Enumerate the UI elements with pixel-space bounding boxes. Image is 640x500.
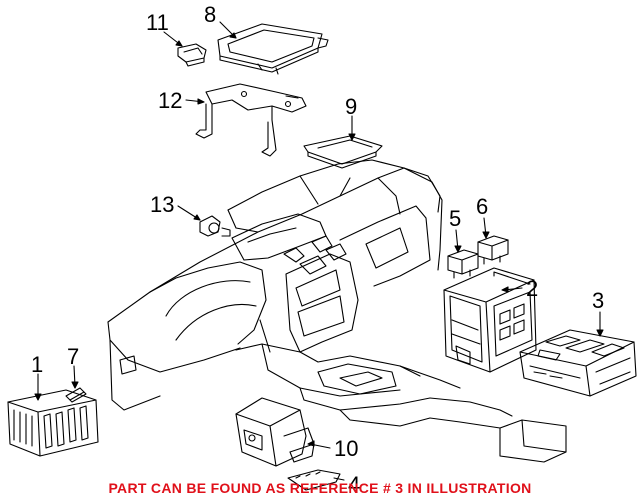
part-1-control-unit xyxy=(7,389,99,457)
instrument-panel xyxy=(107,159,567,463)
callout-9: 9 xyxy=(345,94,358,119)
part-12-mounting-bracket xyxy=(195,83,307,157)
part-6-relay xyxy=(477,235,509,265)
part-2-fuse-block xyxy=(443,267,537,373)
callout-6: 6 xyxy=(476,194,489,219)
callout-3: 3 xyxy=(592,288,605,313)
callout-4: 4 xyxy=(348,472,361,497)
callout-5: 5 xyxy=(449,206,462,231)
callout-7: 7 xyxy=(67,344,80,369)
callout-10: 10 xyxy=(334,436,359,461)
part-13-sensor xyxy=(199,215,231,237)
callout-12: 12 xyxy=(158,88,183,113)
part-3-module xyxy=(519,329,637,397)
part-7-fuse xyxy=(65,387,87,403)
callout-1: 1 xyxy=(31,352,44,377)
part-11-bracket xyxy=(177,43,207,67)
footer-note: PART CAN BE FOUND AS REFERENCE # 3 IN IL… xyxy=(108,480,532,496)
callout-8: 8 xyxy=(204,2,217,27)
part-10-module xyxy=(235,397,315,467)
part-8-module xyxy=(217,23,329,75)
part-4-item xyxy=(287,469,341,491)
callout-13: 13 xyxy=(150,192,175,217)
callout-11: 11 xyxy=(146,10,169,35)
leader-line-4 xyxy=(333,477,345,481)
callout-2: 2 xyxy=(526,276,539,301)
part-5-relay xyxy=(447,249,479,279)
